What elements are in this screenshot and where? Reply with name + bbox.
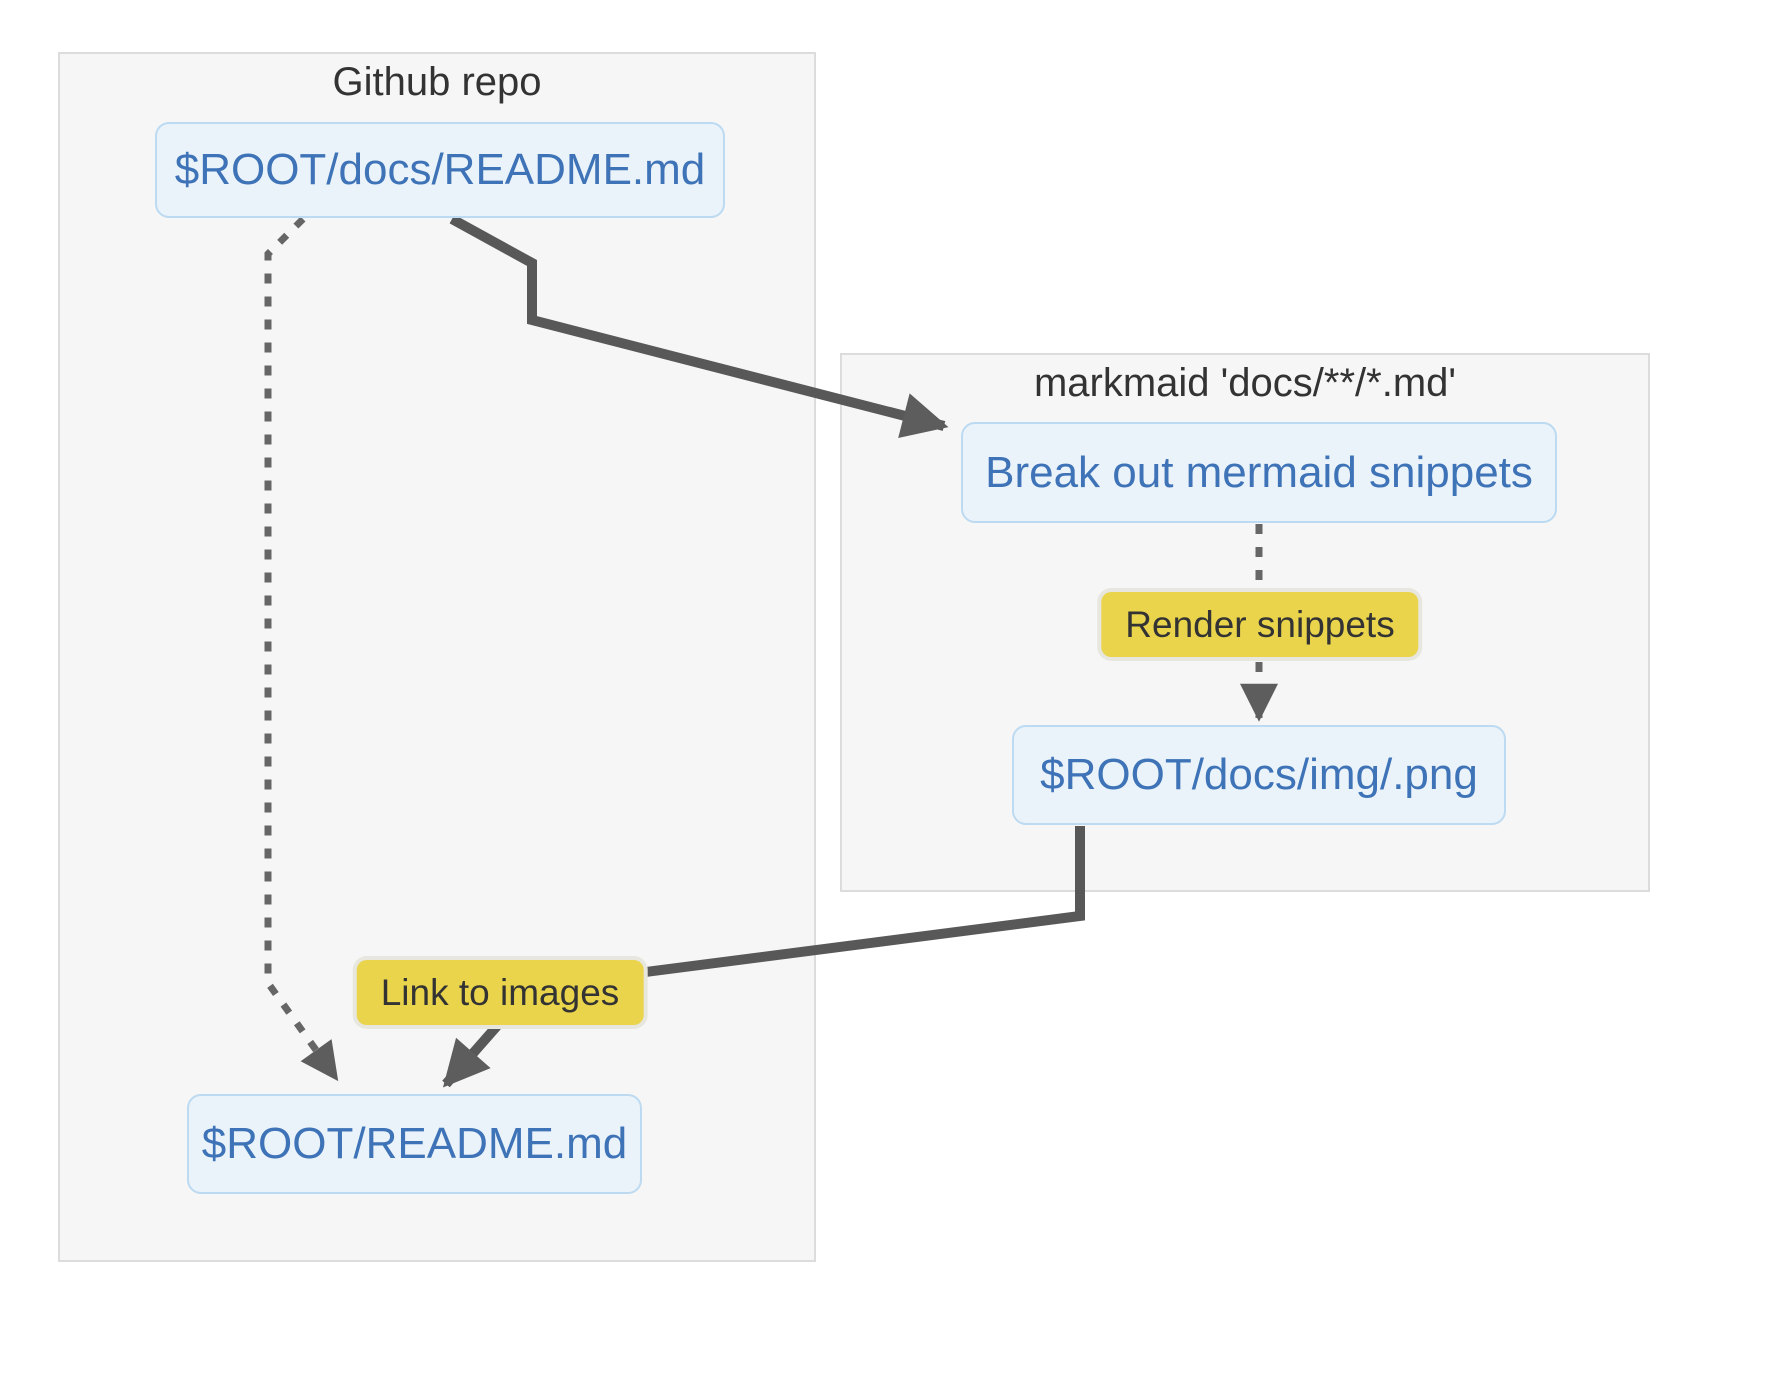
subgraph-github-repo — [58, 52, 816, 1262]
edge-link-label-to-root-readme — [442, 1022, 501, 1088]
edge-docs-readme-to-break-out — [449, 214, 949, 438]
node-break-out-mermaid-snippets: Break out mermaid snippets — [961, 422, 1557, 523]
edge-docs-img-to-link-label — [629, 826, 1085, 979]
subgraph-title-github-repo: Github repo — [332, 60, 542, 104]
edge-label-link-to-images: Link to images — [356, 960, 644, 1025]
subgraph-title-markmaid: markmaid 'docs/**/*.md' — [1033, 361, 1457, 405]
node-docs-readme: $ROOT/docs/README.md — [155, 122, 725, 218]
node-docs-img-png: $ROOT/docs/img/.png — [1012, 725, 1506, 825]
edge-docs-readme-to-root-readme — [264, 216, 339, 1082]
edge-label-render-snippets: Render snippets — [1101, 592, 1419, 657]
node-root-readme: $ROOT/README.md — [187, 1094, 642, 1194]
